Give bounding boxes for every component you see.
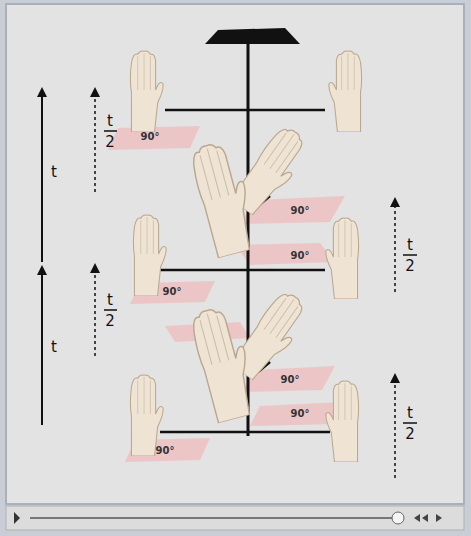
time-label: t bbox=[51, 340, 57, 355]
angle-label: 90° bbox=[291, 251, 310, 261]
time-label: 2 bbox=[105, 314, 115, 329]
time-label: t bbox=[407, 406, 413, 421]
angle-label: 90° bbox=[291, 206, 310, 216]
angle-label: 90° bbox=[281, 375, 300, 385]
time-label: 2 bbox=[405, 259, 415, 274]
time-label: 2 bbox=[405, 427, 415, 442]
time-label: t bbox=[51, 165, 57, 180]
time-label: t bbox=[107, 114, 113, 129]
angle-label: 90° bbox=[156, 446, 175, 456]
time-label: 2 bbox=[105, 135, 115, 150]
time-label: t bbox=[407, 238, 413, 253]
angle-label: 90° bbox=[291, 409, 310, 419]
angle-label: 90° bbox=[141, 132, 160, 142]
angle-label: 90° bbox=[163, 287, 182, 297]
time-label: t bbox=[107, 293, 113, 308]
